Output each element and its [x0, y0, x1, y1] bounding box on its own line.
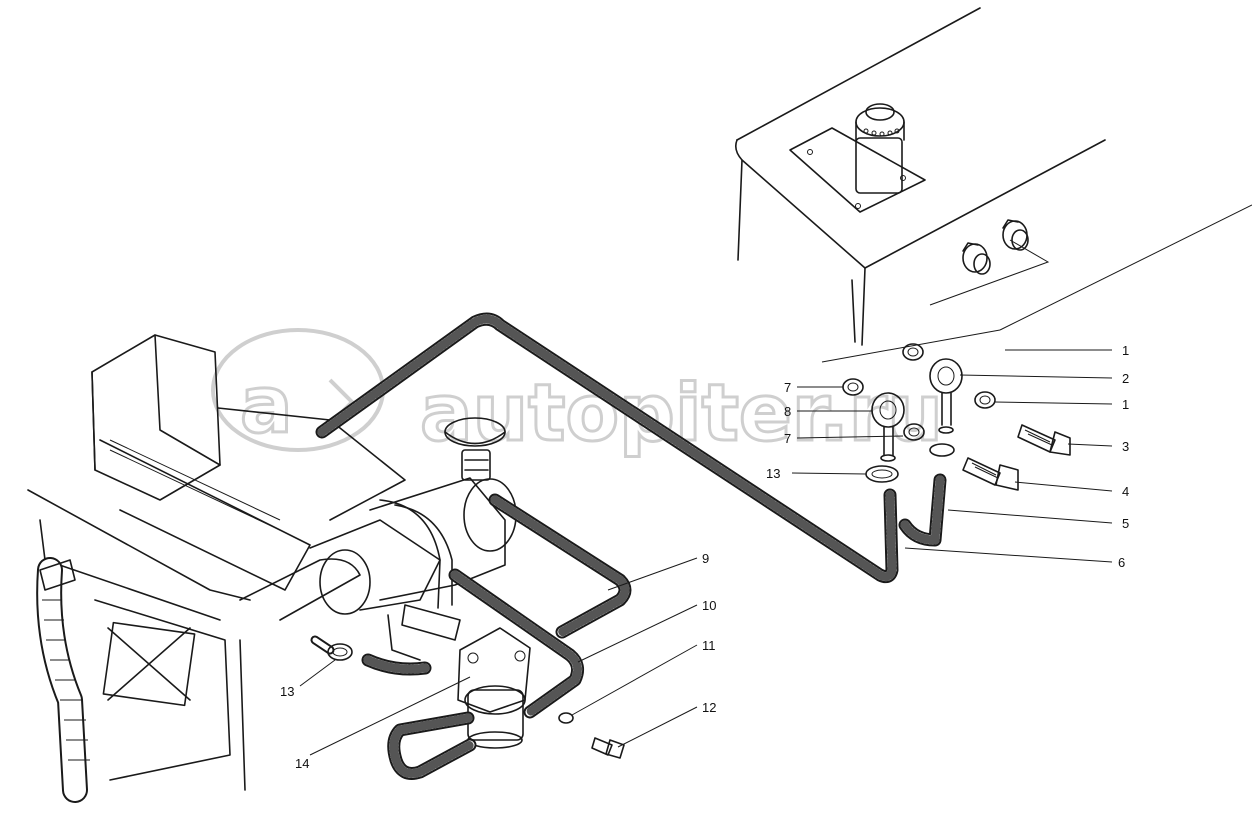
callout-6: 6: [1118, 555, 1125, 570]
exhaust-pipe: [36, 557, 90, 803]
leader-lines: [299, 349, 1113, 756]
callout-13b: 13: [280, 684, 294, 699]
fuel-line-9: [488, 493, 632, 639]
callout-13a: 13: [766, 466, 780, 481]
washer-and-bolt: [558, 712, 625, 759]
filler-neck: [789, 103, 926, 213]
fuel-line-supply: [315, 312, 899, 584]
fuel-line-lower-loop: [387, 711, 477, 780]
hose-clamp: [327, 643, 353, 661]
callout-2: 2: [1122, 371, 1129, 386]
callout-labels: 1 2 1 3 4 5 6 7 8 7 13 9 10 11 12 13 14: [280, 343, 1129, 771]
fuel-line-short: [310, 635, 432, 676]
callout-11: 11: [702, 638, 716, 653]
callout-12: 12: [702, 700, 716, 715]
callout-1b: 1: [1122, 397, 1129, 412]
sediment-bowl: [457, 627, 531, 749]
callout-14: 14: [295, 756, 309, 771]
intake-pipe: [239, 519, 441, 621]
fuel-line-10: [448, 568, 585, 719]
callout-7b: 7: [784, 431, 791, 446]
callout-4: 4: [1122, 484, 1129, 499]
callout-3: 3: [1122, 439, 1129, 454]
callout-1a: 1: [1122, 343, 1129, 358]
callout-7a: 7: [784, 380, 791, 395]
filter-cap: [444, 417, 506, 481]
tank-outlet-fittings: [962, 219, 1029, 275]
callout-5: 5: [1122, 516, 1129, 531]
svg-text:a: a: [240, 361, 293, 451]
callout-9: 9: [702, 551, 709, 566]
banjo-bolts: [962, 424, 1071, 491]
banjo-fittings: [842, 343, 996, 483]
callout-10: 10: [702, 598, 716, 613]
callout-8: 8: [784, 404, 791, 419]
fuel-tank: [735, 7, 1252, 363]
watermark-logo: a autopiter.ru: [211, 328, 944, 461]
fuel-line-return: [898, 473, 947, 547]
